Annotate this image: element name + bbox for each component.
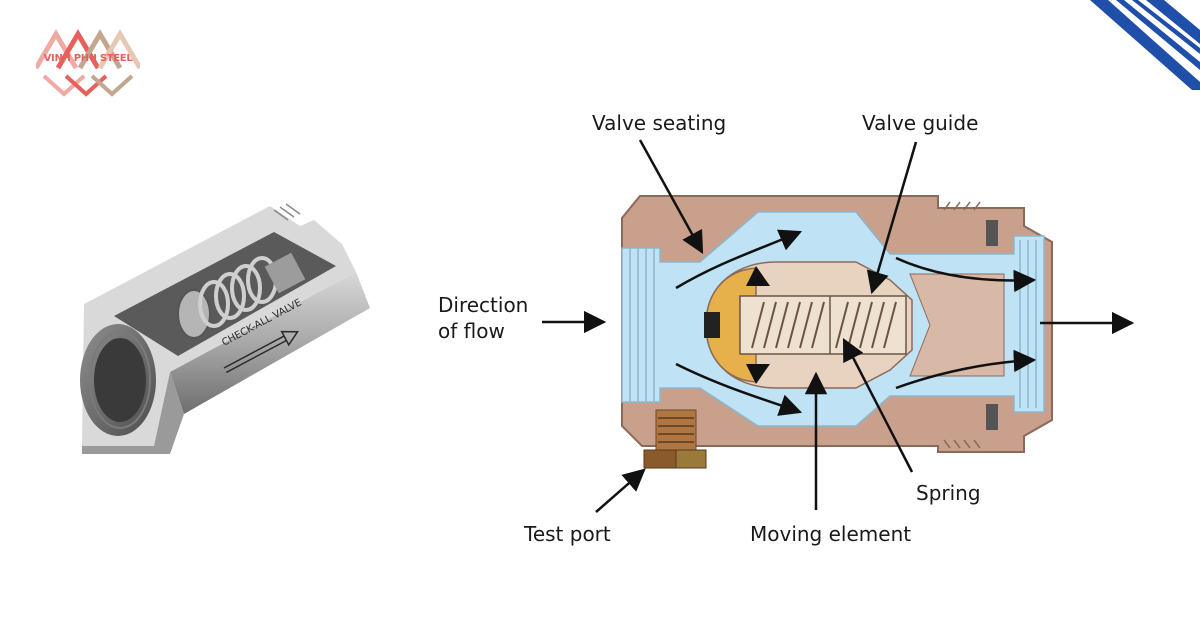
brand-logo: VINH PHU STEEL — [33, 28, 143, 98]
flow-arrow-stamp — [223, 330, 299, 374]
leader-valve-guide — [866, 141, 918, 295]
label-test-port: Test port — [523, 522, 611, 546]
flow-arrows — [675, 229, 1037, 416]
check-valve-diagram: Valve seating Valve guide Direction of f… — [438, 111, 1135, 546]
logo-text: VINH PHU STEEL — [43, 53, 133, 64]
label-spring: Spring — [916, 481, 981, 505]
label-moving-element: Moving element — [750, 522, 911, 546]
label-valve-seating: Valve seating — [592, 111, 726, 135]
cutaway-valve-photo: CHECK-ALL VALVE — [80, 203, 370, 454]
upper-seal — [986, 220, 998, 246]
label-direction-line2: of flow — [438, 319, 505, 343]
lower-seal — [986, 404, 998, 430]
logo-mark — [33, 29, 143, 97]
leader-valve-seating — [638, 139, 704, 254]
leader-spring — [842, 337, 914, 473]
label-direction-line1: Direction — [438, 293, 528, 317]
label-valve-guide: Valve guide — [862, 111, 978, 135]
body-threads — [943, 201, 981, 449]
internal-spring — [177, 252, 306, 339]
seat-cap — [704, 312, 720, 338]
spring-coils — [751, 301, 897, 349]
leader-test-port — [595, 468, 646, 513]
test-port — [643, 409, 707, 469]
spring-chamber — [739, 295, 907, 355]
corner-stripes — [1090, 0, 1200, 90]
